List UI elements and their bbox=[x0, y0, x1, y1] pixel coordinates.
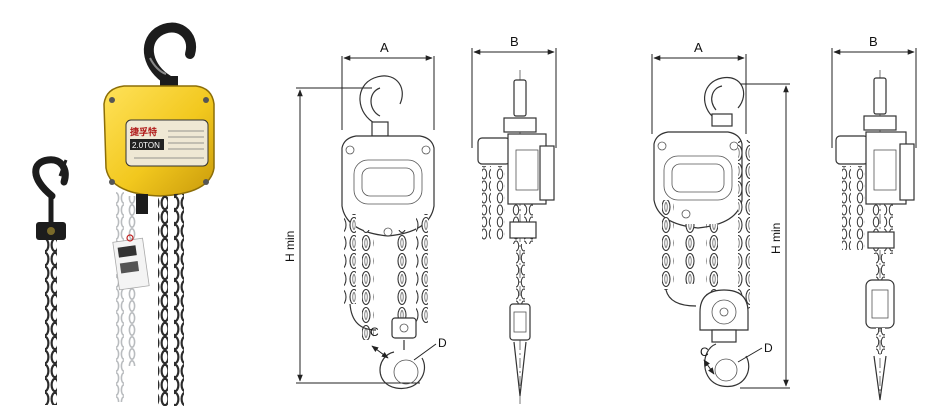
hang-tag bbox=[112, 234, 150, 291]
dimension-c-label: C bbox=[700, 345, 709, 359]
dimension-d-label: D bbox=[764, 341, 773, 355]
nameplate-brand: 捷孚特 bbox=[130, 126, 157, 137]
drawing-front-view-2: A H min C D bbox=[651, 40, 790, 389]
nameplate-capacity: 2.0TON bbox=[132, 141, 160, 150]
dimension-a-label: A bbox=[380, 40, 389, 55]
drawing-side-view-1: B bbox=[471, 34, 557, 404]
drawing-front-view-1: A H min C D bbox=[283, 40, 447, 390]
hoist-photo: 捷孚特 2.0TON bbox=[32, 22, 215, 406]
hoist-body: 捷孚特 2.0TON bbox=[103, 85, 215, 197]
dimension-b-label: B bbox=[510, 34, 519, 49]
dimension-a-label: A bbox=[694, 40, 703, 55]
dimension-h-label: H min bbox=[769, 223, 783, 254]
dimension-c-label: C bbox=[370, 325, 379, 339]
dimension-b-label: B bbox=[869, 34, 878, 49]
drawing-side-view-2: B bbox=[831, 34, 917, 401]
dimension-d-label: D bbox=[438, 336, 447, 350]
dimension-h-label: H min bbox=[283, 231, 297, 262]
lower-hook-assembly bbox=[32, 156, 69, 405]
hoist-chains bbox=[116, 192, 184, 406]
